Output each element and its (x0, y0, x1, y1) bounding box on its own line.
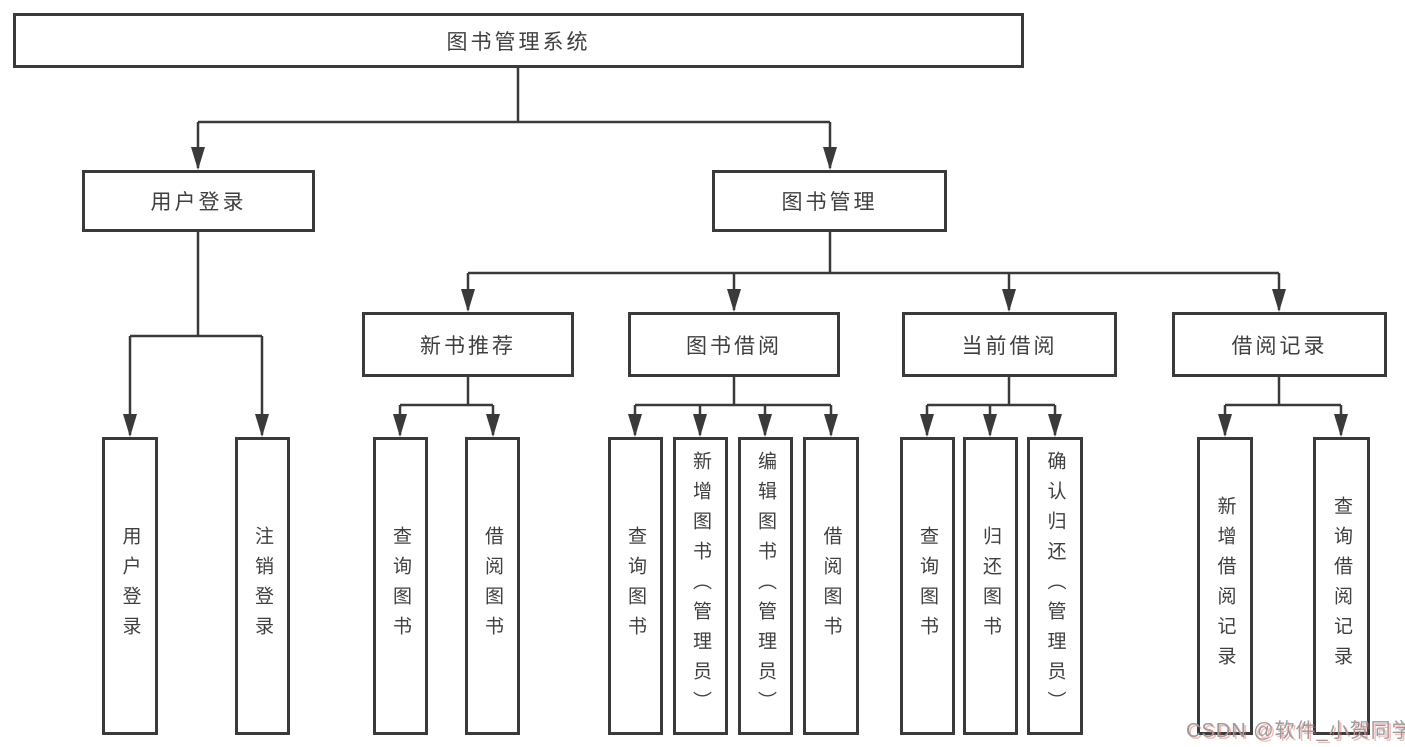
leaf-add-borrow-record: 新增借阅记录 (1197, 437, 1253, 735)
arrowhead (191, 147, 205, 170)
arrowhead (920, 414, 934, 437)
leaf-return-books-label: 归还图书 (980, 526, 1001, 646)
leaf-current-query-books-label: 查询图书 (917, 526, 938, 646)
connector-borrow-branch (633, 377, 833, 435)
node-book-management: 图书管理 (712, 170, 947, 232)
arrowhead (824, 414, 838, 437)
arrowhead (1218, 414, 1232, 437)
leaf-current-query-books: 查询图书 (900, 437, 955, 735)
node-book-borrow: 图书借阅 (628, 312, 840, 377)
connector-records-branch (1223, 377, 1343, 435)
arrowhead (823, 147, 837, 170)
leaf-confirm-return-admin: 确认归还（管理员） (1027, 437, 1083, 735)
arrowhead (486, 414, 500, 437)
leaf-user-login: 用户登录 (102, 437, 158, 735)
arrowhead (1048, 414, 1062, 437)
leaf-recommend-borrow-books: 借阅图书 (465, 437, 520, 735)
leaf-query-borrow-record-label: 查询借阅记录 (1331, 496, 1352, 676)
arrowhead (727, 289, 741, 312)
arrowhead (393, 414, 407, 437)
leaf-add-borrow-record-label: 新增借阅记录 (1214, 496, 1236, 676)
leaf-add-book-admin-label: 新增图书（管理员） (690, 451, 711, 721)
leaf-recommend-query-books-label: 查询图书 (390, 526, 411, 646)
node-current-borrow: 当前借阅 (902, 312, 1117, 377)
connector-user-login-branch (128, 232, 264, 435)
connector-recommend-branch (398, 377, 495, 435)
leaf-confirm-return-admin-label: 确认归还（管理员） (1044, 451, 1066, 721)
leaf-query-borrow-record: 查询借阅记录 (1313, 437, 1370, 735)
leaf-borrow-borrow-books: 借阅图书 (803, 437, 859, 735)
arrowhead (693, 414, 707, 437)
arrowhead (255, 414, 269, 437)
node-library-management-system: 图书管理系统 (13, 13, 1024, 68)
leaf-add-book-admin: 新增图书（管理员） (673, 437, 728, 735)
leaf-borrow-borrow-books-label: 借阅图书 (820, 526, 842, 646)
leaf-logout: 注销登录 (235, 437, 290, 735)
leaf-borrow-query-books: 查询图书 (608, 437, 663, 735)
arrowhead (123, 414, 137, 437)
arrowhead (1334, 414, 1348, 437)
csdn-watermark: CSDN @软件_小贺同学 (1186, 720, 1405, 742)
leaf-borrow-query-books-label: 查询图书 (625, 526, 646, 646)
connector-root-to-level2 (196, 68, 832, 168)
leaf-recommend-borrow-books-label: 借阅图书 (482, 526, 503, 646)
arrowhead (1272, 289, 1286, 312)
leaf-edit-book-admin: 编辑图书（管理员） (738, 437, 793, 735)
arrowhead (628, 414, 642, 437)
node-borrow-records: 借阅记录 (1172, 312, 1387, 377)
connector-book-management-branch (466, 232, 1281, 310)
leaf-logout-label: 注销登录 (252, 526, 273, 646)
arrowhead (1002, 289, 1016, 312)
connector-current-branch (925, 377, 1057, 435)
arrowhead (461, 289, 475, 312)
arrowhead (983, 414, 997, 437)
leaf-user-login-label: 用户登录 (119, 526, 141, 646)
arrowhead (758, 414, 772, 437)
leaf-edit-book-admin-label: 编辑图书（管理员） (755, 451, 776, 721)
leaf-recommend-query-books: 查询图书 (373, 437, 428, 735)
leaf-return-books: 归还图书 (963, 437, 1018, 735)
node-user-login: 用户登录 (82, 170, 315, 232)
node-new-book-recommend: 新书推荐 (362, 312, 574, 377)
